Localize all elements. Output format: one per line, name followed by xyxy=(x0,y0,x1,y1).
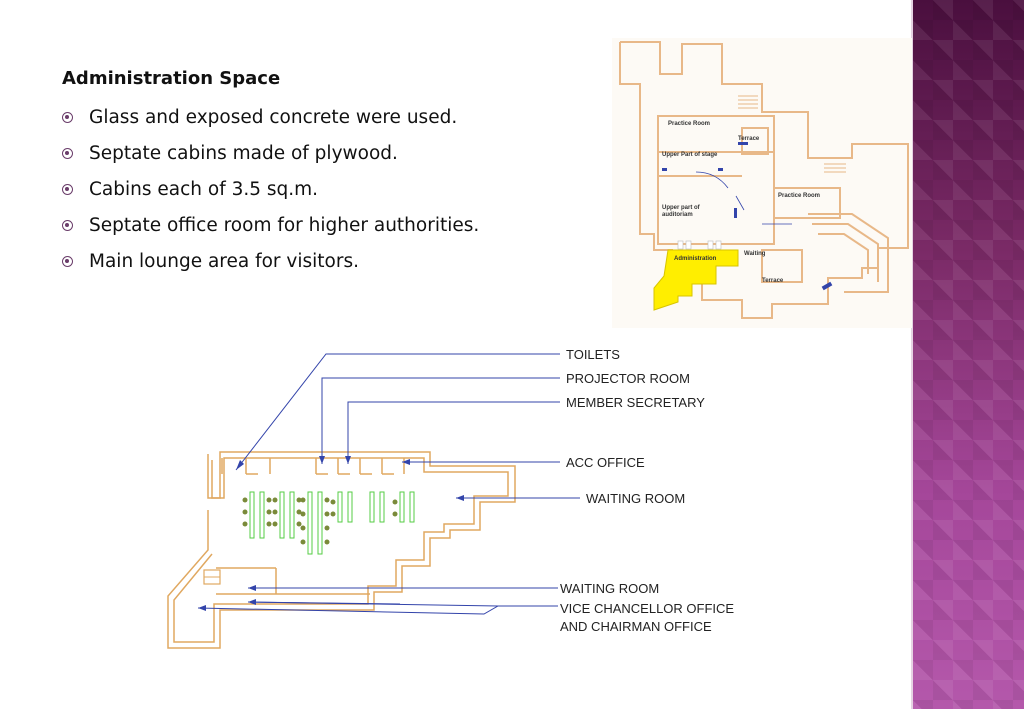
inset-label-administration: Administration xyxy=(674,256,717,262)
label-acc-office: ACC OFFICE xyxy=(566,455,645,470)
inset-arrows xyxy=(695,171,792,225)
annotation-lines xyxy=(197,353,580,615)
bullet-text: Septate office room for higher authoriti… xyxy=(89,215,480,236)
chair-icons xyxy=(242,497,398,545)
bullet-text: Main lounge area for visitors. xyxy=(89,251,359,272)
bullet-item: Glass and exposed concrete were used. xyxy=(62,104,479,140)
inset-label-upper-auditorium: Upper part of xyxy=(662,205,701,211)
bullet-icon xyxy=(62,256,73,267)
plan-corner-element xyxy=(203,569,221,585)
inset-label-practice-room: Practice Room xyxy=(668,121,710,127)
slide-title: Administration Space xyxy=(62,68,281,89)
label-toilets: TOILETS xyxy=(566,347,620,362)
bullet-item: Cabins each of 3.5 sq.m. xyxy=(62,176,479,212)
inset-site-plan: Practice Room Terrace Upper Part of stag… xyxy=(612,38,912,328)
label-waiting-room: WAITING ROOM xyxy=(586,491,685,506)
label-waiting-room-2: WAITING ROOM xyxy=(560,581,659,596)
decorative-side-band xyxy=(913,0,1024,709)
label-member-secretary: MEMBER SECRETARY xyxy=(566,395,705,410)
workstation-furniture xyxy=(249,491,415,555)
bullet-item: Septate office room for higher authoriti… xyxy=(62,212,479,248)
bullet-icon xyxy=(62,112,73,123)
label-chairman-office: AND CHAIRMAN OFFICE xyxy=(560,619,712,634)
bullet-text: Cabins each of 3.5 sq.m. xyxy=(89,179,319,200)
arrowheads xyxy=(198,456,464,611)
administration-highlight xyxy=(653,249,739,311)
bullet-icon xyxy=(62,220,73,231)
bullet-icon xyxy=(62,148,73,159)
inset-label-waiting: Waiting xyxy=(744,251,766,257)
label-projector-room: PROJECTOR ROOM xyxy=(566,371,690,386)
inset-label-terrace: Terrace xyxy=(738,136,760,142)
label-vice-chancellor-office: VICE CHANCELLOR OFFICE xyxy=(560,601,734,616)
bullet-item: Septate cabins made of plywood. xyxy=(62,140,479,176)
inset-label-upper-stage: Upper Part of stage xyxy=(662,152,718,158)
administration-floor-plan: TOILETS PROJECTOR ROOM MEMBER SECRETARY … xyxy=(167,347,734,649)
inset-label-auditorium: auditoriam xyxy=(662,212,693,218)
bullet-item: Main lounge area for visitors. xyxy=(62,248,479,284)
bullet-icon xyxy=(62,184,73,195)
plan-walls xyxy=(167,451,516,649)
band-edge xyxy=(911,0,913,709)
inset-stairs xyxy=(738,95,846,173)
inset-cabins xyxy=(677,240,722,250)
bullet-list: Glass and exposed concrete were used. Se… xyxy=(62,104,479,284)
inset-markers xyxy=(662,142,833,291)
bullet-text: Septate cabins made of plywood. xyxy=(89,143,398,164)
inset-label-practice-room-2: Practice Room xyxy=(778,193,820,199)
inset-label-terrace-2: Terrace xyxy=(762,278,784,284)
bullet-text: Glass and exposed concrete were used. xyxy=(89,107,458,128)
